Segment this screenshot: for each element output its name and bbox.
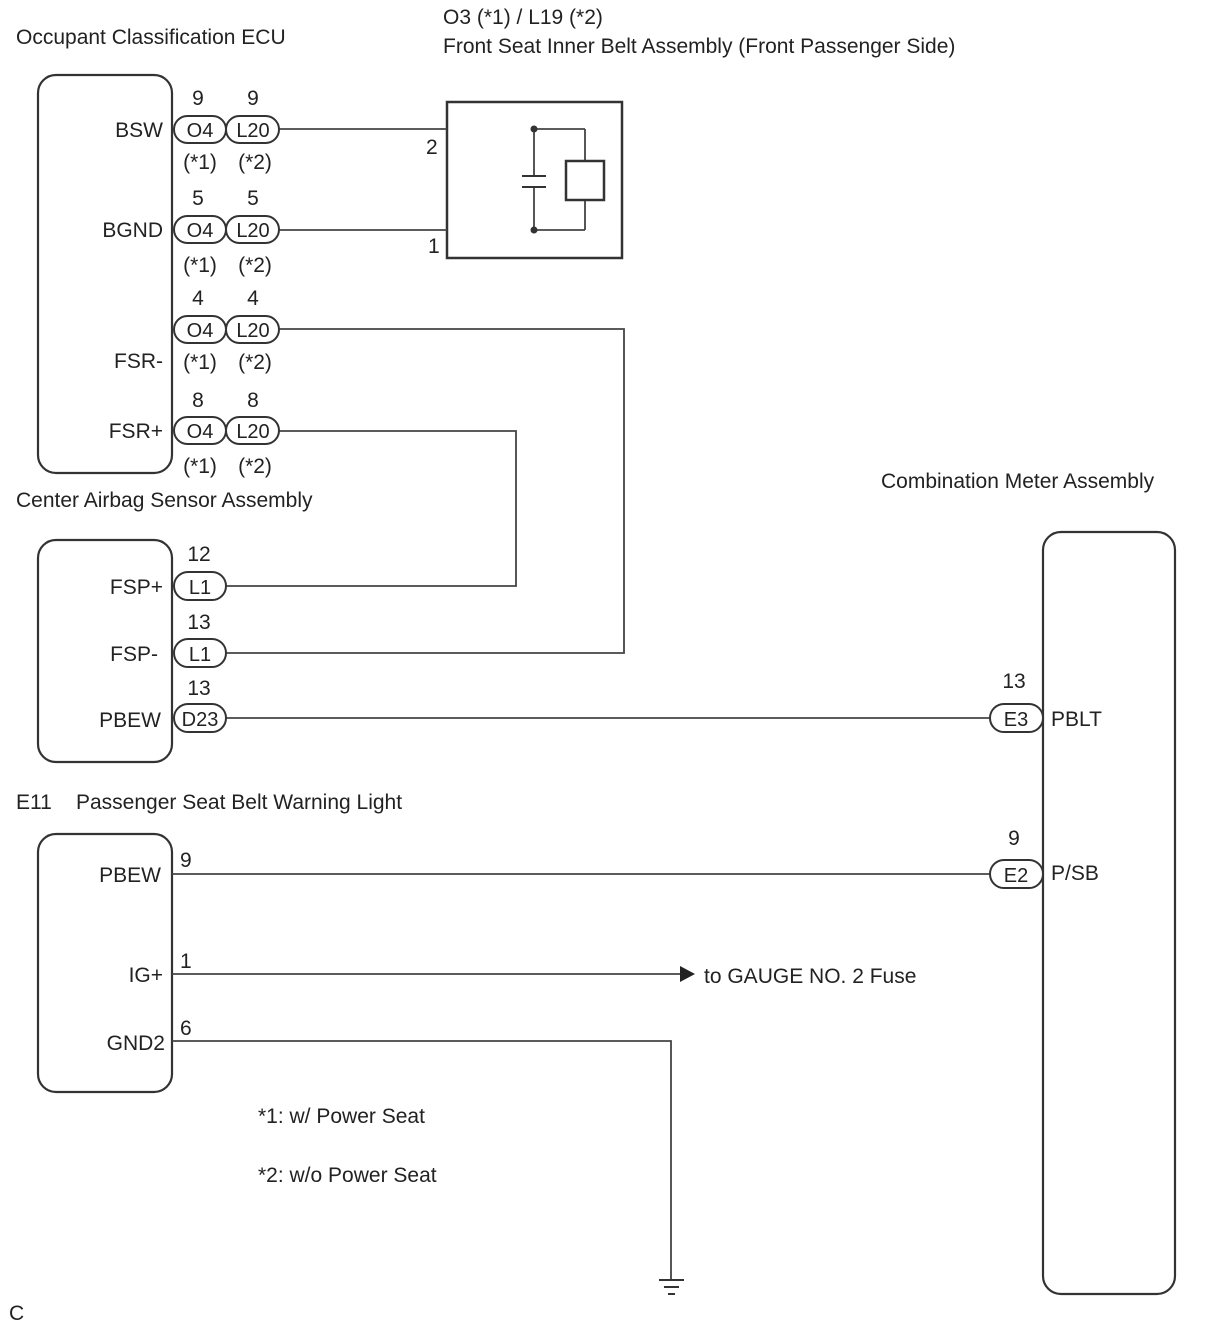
- pin-label: IG+: [129, 964, 163, 987]
- connector-e2: [989, 859, 1044, 889]
- light-pin-pbew: PBEW 9: [99, 849, 192, 887]
- meter-pin-psb: 9 E2 P/SB: [989, 827, 1099, 889]
- combo-meter-title: Combination Meter Assembly: [881, 470, 1155, 493]
- pin-number: 5: [247, 187, 259, 210]
- connector-label: O4: [187, 421, 214, 443]
- pin-number: 8: [247, 389, 259, 412]
- light-pin-ig: IG+ 1: [129, 950, 192, 987]
- variant-note: (*2): [238, 351, 272, 374]
- airbag-pin-fsp-plus: FSP+ 12 L1: [110, 543, 227, 601]
- inner-belt-switch: [445, 100, 624, 260]
- pin-number: 9: [247, 87, 259, 110]
- connector-l20: [225, 115, 280, 144]
- connector-label: D23: [182, 709, 219, 731]
- variant-note: (*1): [183, 254, 217, 277]
- pin-label: PBEW: [99, 864, 161, 887]
- connector-e3: [989, 703, 1044, 733]
- pin-number: 13: [187, 677, 210, 700]
- variant-note: (*2): [238, 151, 272, 174]
- pin-label: PBLT: [1051, 708, 1102, 731]
- connector-l1: [173, 638, 227, 668]
- connector-label: L20: [236, 220, 269, 242]
- meter-pin-pblt: 13 E3 PBLT: [989, 670, 1102, 733]
- wire-fsr-minus: [226, 328, 625, 654]
- connector-label: L20: [236, 421, 269, 443]
- pin-number: 9: [1008, 827, 1020, 850]
- pin-label: FSP-: [110, 643, 158, 666]
- pin-number: 6: [180, 1017, 192, 1040]
- warning-light-code: E11: [16, 791, 52, 814]
- connector-d23: [173, 703, 227, 733]
- connector-l20: [225, 215, 280, 244]
- pin-label: BGND: [102, 219, 163, 242]
- resistor-element: [564, 159, 606, 202]
- pin-number: 13: [187, 611, 210, 634]
- connector-label: O4: [187, 120, 214, 142]
- fuse-reference: to GAUGE NO. 2 Fuse: [704, 965, 916, 988]
- pin-label: GND2: [107, 1032, 165, 1055]
- pin-label: BSW: [115, 119, 163, 142]
- ecu-pin-fsr-minus: FSR- 4 4 O4 L20 (*1) (*2): [114, 287, 280, 374]
- connector-l1: [173, 571, 227, 601]
- pin-number: 8: [192, 389, 204, 412]
- pin-label: PBEW: [99, 709, 161, 732]
- connector-label: L20: [236, 320, 269, 342]
- pin-label: FSP+: [110, 576, 163, 599]
- pin-number: 1: [180, 950, 192, 973]
- inner-belt-title: Front Seat Inner Belt Assembly (Front Pa…: [443, 35, 955, 58]
- pin-label: FSR+: [109, 420, 163, 443]
- variant-note: (*1): [183, 455, 217, 478]
- inner-belt-box: [445, 100, 624, 260]
- footnote-2: *2: w/o Power Seat: [258, 1164, 437, 1187]
- warning-light-title: Passenger Seat Belt Warning Light: [76, 791, 402, 814]
- footnote-1: *1: w/ Power Seat: [258, 1105, 425, 1128]
- occupant-ecu-box: [36, 73, 174, 475]
- warning-light-box: [36, 832, 174, 1094]
- corner-code: C: [9, 1302, 24, 1325]
- airbag-pin-fsp-minus: FSP- 13 L1: [110, 611, 227, 668]
- junction-dot: [530, 125, 538, 133]
- variant-note: (*2): [238, 254, 272, 277]
- inner-belt-code: O3 (*1) / L19 (*2): [443, 6, 603, 29]
- occupant-ecu-title: Occupant Classification ECU: [16, 26, 286, 49]
- arrow-icon: [680, 966, 695, 982]
- variant-note: (*2): [238, 455, 272, 478]
- pin-number: 5: [192, 187, 204, 210]
- pin-number: 9: [180, 849, 192, 872]
- pin-number: 4: [247, 287, 259, 310]
- pin-label: FSR-: [114, 350, 163, 373]
- variant-note: (*1): [183, 151, 217, 174]
- wire-gnd2: [172, 1040, 672, 1280]
- pin-number: 13: [1002, 670, 1025, 693]
- airbag-sensor-title: Center Airbag Sensor Assembly: [16, 489, 313, 512]
- connector-label: L20: [236, 120, 269, 142]
- connector-l20: [225, 416, 280, 445]
- wire-fsr-plus: [226, 430, 517, 587]
- junction-dot: [530, 226, 538, 234]
- combo-meter-box: [1041, 530, 1177, 1296]
- airbag-sensor-box: [36, 538, 174, 764]
- ecu-pin-bsw: BSW 9 9 O4 L20 (*1) (*2): [115, 87, 280, 174]
- connector-label: L1: [189, 644, 211, 666]
- pin-number: 9: [192, 87, 204, 110]
- connector-label: O4: [187, 320, 214, 342]
- pin-number: 4: [192, 287, 204, 310]
- connector-l20: [225, 315, 280, 344]
- ground-icon: [659, 1279, 684, 1295]
- ecu-pin-fsr-plus: FSR+ 8 8 O4 L20 (*1) (*2): [109, 389, 280, 478]
- connector-label: E2: [1004, 865, 1028, 887]
- ecu-pin-bgnd: BGND 5 5 O4 L20 (*1) (*2): [102, 187, 280, 277]
- connector-label: E3: [1004, 709, 1028, 731]
- pin-number: 12: [187, 543, 210, 566]
- inner-belt-pin-2: 2: [426, 136, 438, 159]
- connector-label: O4: [187, 220, 214, 242]
- connector-label: L1: [189, 577, 211, 599]
- variant-note: (*1): [183, 351, 217, 374]
- light-pin-gnd2: GND2 6: [107, 1017, 192, 1055]
- airbag-pin-pbew: PBEW 13 D23: [99, 677, 227, 733]
- pin-label: P/SB: [1051, 862, 1099, 885]
- inner-belt-pin-1: 1: [428, 235, 440, 258]
